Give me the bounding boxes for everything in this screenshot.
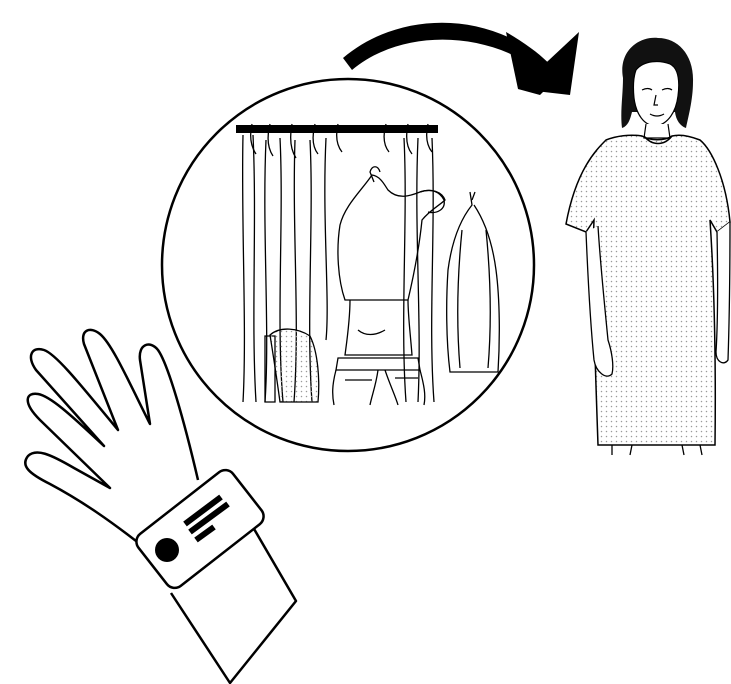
patient-in-hospital-gown-icon [566, 38, 730, 455]
patient-changing-behind-curtain-icon [162, 79, 534, 451]
